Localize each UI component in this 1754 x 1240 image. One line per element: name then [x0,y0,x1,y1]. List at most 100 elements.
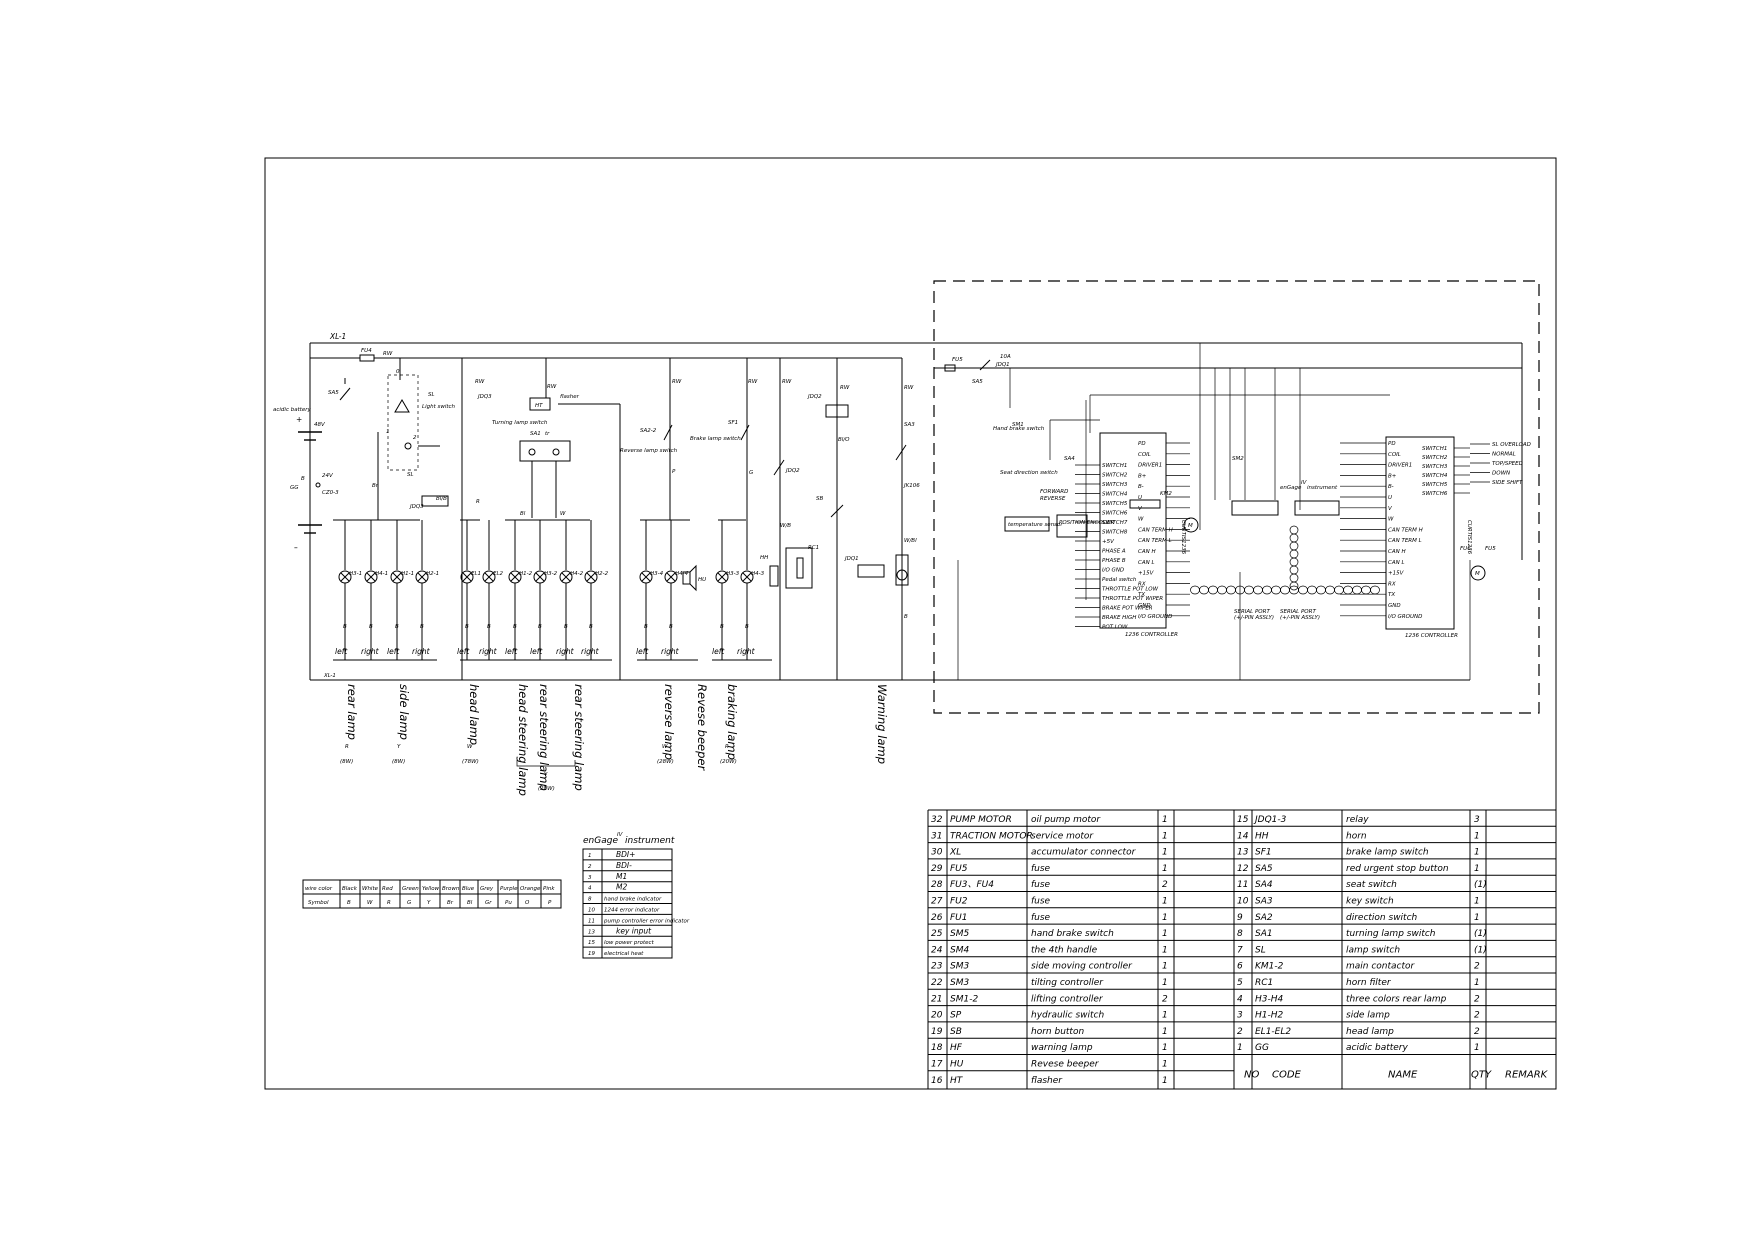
part-qty: 2 [1162,994,1168,1004]
lamp-code: H1-1 [401,571,414,577]
wire-label-r-1: R [476,499,480,505]
instrument-pin-name: M2 [616,883,627,892]
sm1-label: SM1 [1012,422,1024,428]
reverse-switch-label: Reverse lamp switch [620,448,678,454]
part-name: lifting controller [1031,994,1104,1004]
wire-b: B [644,624,648,630]
wire-label-b-warn: B [904,614,908,620]
part-no: 5 [1237,978,1243,988]
part-code: FU5 [950,864,968,874]
part-qty: 2 [1474,994,1480,1004]
lamp-group-name: rear lamp [345,684,359,740]
instrument-pin-name: key input [616,926,652,935]
flasher-label: flasher [560,394,580,400]
lamp-side: left [636,647,649,656]
lamp-group-power: (20W) [720,759,737,765]
lamp-side: left [712,647,725,656]
left-ctrl-pin-out: B+ [1138,473,1147,479]
part-qty: 1 [1162,962,1168,972]
left-ctrl-pin-out: V [1138,506,1143,512]
instrument-pin-name: pump controller error indicator [603,918,690,924]
part-qty: 1 [1162,913,1168,923]
left-ctrl-pin: I/O GND [1102,568,1124,574]
wire-b: B [745,624,749,630]
part-qty: 1 [1162,848,1168,858]
parts-header-remark: REMARK [1505,1070,1549,1081]
sa3-label: SA3 [904,422,915,428]
instrument-pin-name: 1244 error indicator [604,908,660,914]
part-code: H3-H4 [1255,994,1284,1004]
instrument-title-sup: IV [617,832,624,838]
serial1-label: SERIAL PORT [1234,609,1270,615]
controller-circuit: FU5 10A JDQ1 SA5 1236 CONTROLLER CURTIS1… [934,343,1531,680]
part-code: SA1 [1255,929,1273,939]
part-name: acidic battery [1346,1043,1409,1053]
part-no: 6 [1237,962,1243,972]
lamp-code: H4-2 [570,571,584,577]
lamp-group-name: rear steering lamp [572,684,586,791]
right-switch-label: DOWN [1492,471,1510,477]
part-qty: 2 [1162,880,1168,890]
left-ctrl-pin-out: U [1138,495,1142,501]
part-name: three colors rear lamp [1346,994,1447,1004]
part-qty: 1 [1162,1060,1168,1070]
wire-label-blb: Bl/B [436,496,447,502]
wire-label-w-1: W [560,511,566,517]
sl-label: Light switch [422,404,456,410]
part-name: lamp switch [1346,945,1400,955]
left-ctrl-pin-out: DRIVER1 [1138,463,1162,469]
part-code: SL [1255,945,1266,955]
left-ctrl-pin: SWITCH5 [1102,501,1128,507]
part-code: FU3、FU4 [950,880,994,890]
part-qty: 2 [1474,962,1480,972]
right-ctrl-pin: SWITCH6 [1422,491,1448,497]
part-qty: 1 [1162,815,1168,825]
part-name: horn button [1031,1027,1084,1037]
wire-color-name: Green [402,886,419,892]
part-name: turning lamp switch [1346,929,1436,939]
part-qty: 1 [1162,978,1168,988]
instrument-pin-no: 15 [588,940,595,946]
left-ctrl-pin: BRAKE POT WIPER [1102,606,1153,612]
wire-color-symbol: Pu [505,900,512,906]
right-ctrl-pin-out: V [1388,506,1393,512]
lamp-code: H2-2 [595,571,609,577]
wire-label-rw-4: RW [672,379,682,385]
jdq2-label: JDQ2 [785,468,800,474]
left-ctrl-pin: SWITCH8 [1102,530,1128,536]
part-name: key switch [1346,897,1394,907]
part-name: head lamp [1346,1027,1394,1037]
lamp-side: left [387,647,400,656]
drawing-frame [264,157,1557,1090]
lamp-group-color: W [662,744,668,750]
instrument-title-a: enGage [583,836,618,846]
xl1-bottom-label: XL-1 [323,673,336,679]
part-qty: (1) [1474,945,1487,955]
part-name: fuse [1031,897,1051,907]
wire-color-name: Blue [462,886,475,892]
right-switch-label: SL OVERLOAD [1492,442,1531,448]
part-no: 28 [931,880,943,890]
part-no: 4 [1237,994,1243,1004]
lamp-code: H4-1 [375,571,388,577]
part-name: horn filter [1346,978,1392,988]
lamp-group-name: reverse lamp [662,684,676,760]
wire-b: B [369,624,373,630]
lamp-group: H3-1BH4-1BH1-1BH2-1BEL1BEL2BH1-2BH3-2BH4… [338,520,908,660]
left-ctrl-pin-out: CAN TERM L [1138,538,1172,544]
instrument-pin-no: 8 [588,897,592,903]
part-code: HF [950,1043,963,1053]
jdq2-coil-label: JDQ2 [807,394,822,400]
part-name: side lamp [1346,1011,1390,1021]
right-ctrl-pin-out: B- [1388,484,1394,490]
right-ctrl-pin-out: B+ [1388,473,1397,479]
lamp-code: H3-4 [650,571,664,577]
temp-sensor-label: temperature sensor [1008,522,1063,528]
lamp-code: H3-1 [349,571,362,577]
warning-lamp-icon [896,569,908,581]
part-qty: 1 [1162,1027,1168,1037]
left-ctrl-pin: THROTTLE POT LOW [1102,587,1159,593]
wire-color-name: Orange [520,886,541,892]
lamp-group-color: R [725,744,729,750]
